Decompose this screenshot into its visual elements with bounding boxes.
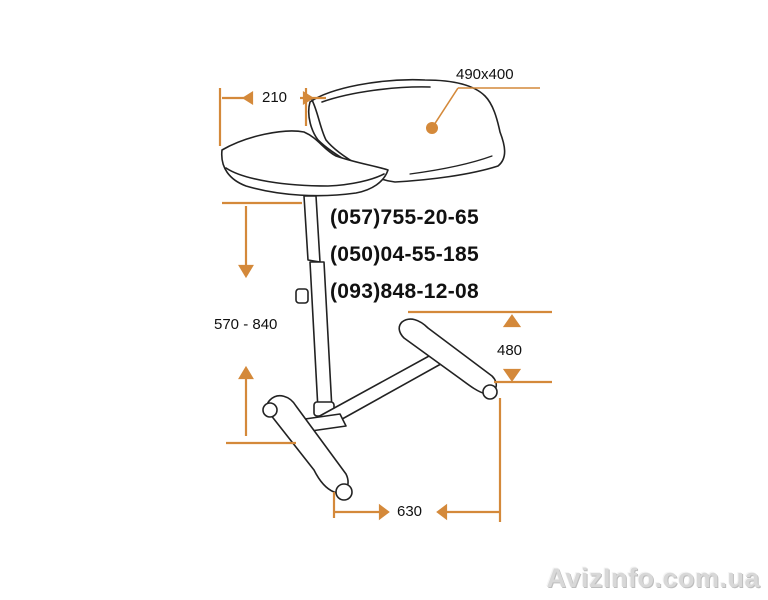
dim-tray-size-label: 490x400 bbox=[456, 66, 514, 83]
large-tray-groove bbox=[409, 155, 493, 175]
dim-210-left-arrow bbox=[241, 91, 254, 105]
height-knob bbox=[295, 288, 309, 304]
front-left-caster bbox=[262, 402, 278, 418]
phone-number-3: (093)848-12-08 bbox=[330, 280, 479, 303]
base-back-leg bbox=[398, 318, 498, 395]
dim-490-dot bbox=[426, 122, 438, 134]
front-caster bbox=[335, 483, 353, 501]
dim-490-leader bbox=[431, 87, 459, 129]
column-upper bbox=[303, 195, 321, 263]
small-tray-edge bbox=[225, 167, 385, 187]
dim-480-bottom-arrow bbox=[502, 368, 522, 382]
large-tray-lip bbox=[311, 99, 361, 167]
back-caster bbox=[482, 384, 498, 400]
dim-height-range-label: 570 - 840 bbox=[214, 316, 278, 333]
large-tray-inner bbox=[321, 86, 431, 103]
phone-number-1: (057)755-20-65 bbox=[330, 206, 479, 229]
dim-base-width-label: 630 bbox=[397, 503, 423, 520]
dim-480-top-arrow bbox=[502, 314, 522, 328]
dim-630-right-arrow bbox=[436, 503, 448, 521]
watermark: AvizInfo.com.ua bbox=[546, 563, 760, 593]
dim-height-bottom-arrow bbox=[238, 365, 254, 380]
large-tray bbox=[307, 78, 506, 183]
dim-base-depth-label: 480 bbox=[497, 342, 523, 359]
dim-630-left-arrow bbox=[378, 503, 390, 521]
small-tray bbox=[221, 130, 389, 197]
dim-top-width-label: 210 bbox=[262, 89, 288, 106]
phone-number-2: (050)04-55-185 bbox=[330, 243, 479, 266]
dim-height-top-arrow bbox=[238, 264, 254, 279]
column-lower bbox=[309, 261, 333, 411]
dim-210-right-arrow bbox=[302, 91, 315, 105]
